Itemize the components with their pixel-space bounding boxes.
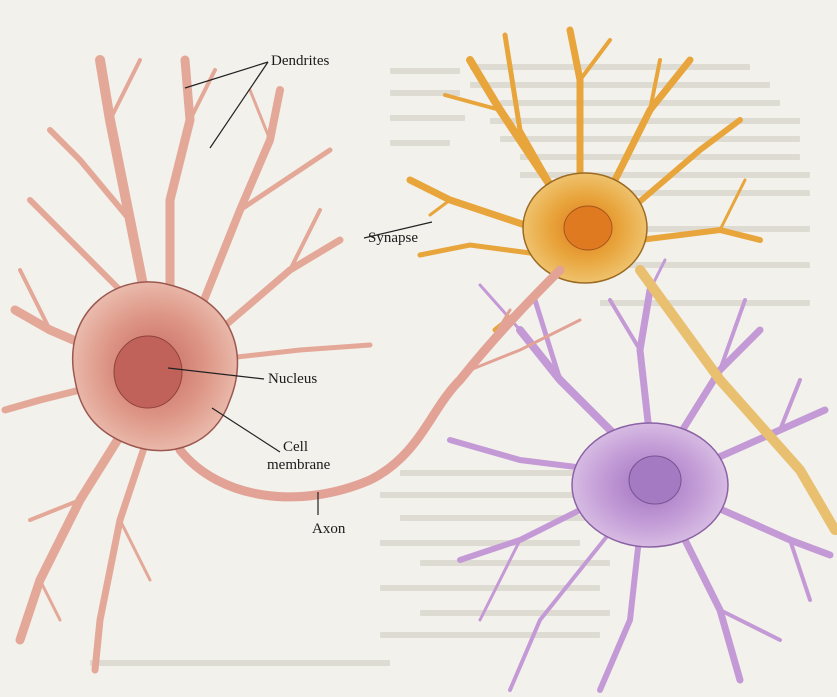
label-membrane: membrane — [267, 457, 330, 474]
label-nucleus: Nucleus — [268, 371, 317, 388]
label-synapse: Synapse — [368, 230, 418, 247]
label-dendrites: Dendrites — [271, 53, 329, 70]
label-cell: Cell — [283, 439, 308, 456]
label-axon: Axon — [312, 521, 345, 538]
left-neuron — [5, 60, 580, 670]
